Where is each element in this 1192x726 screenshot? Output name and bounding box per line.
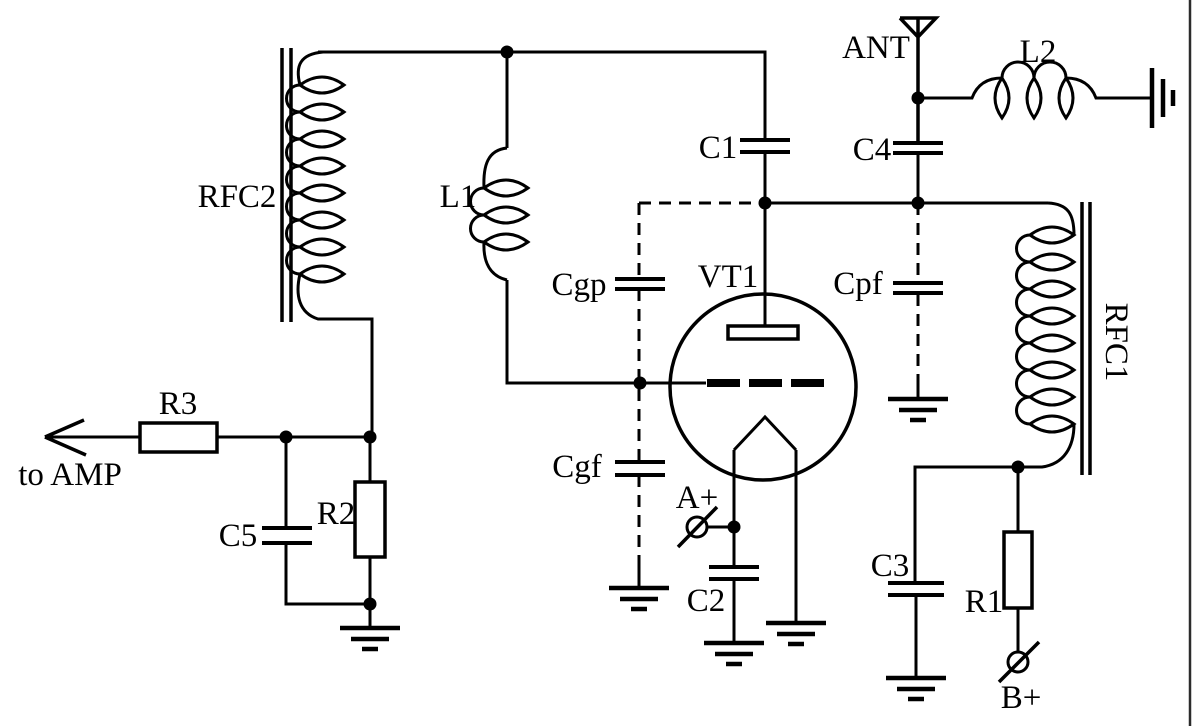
capacitance-cgp-cgf-branch: Cgp Cgf <box>551 201 762 609</box>
junction-dot <box>363 597 377 611</box>
c4-plates <box>893 141 943 155</box>
rfc2-choke: RFC2 <box>198 48 374 437</box>
label-l1: L1 <box>440 179 477 215</box>
label-rfc1: RFC1 <box>1098 303 1134 382</box>
output-to-amp: to AMP <box>18 418 122 493</box>
cgf-plates <box>615 460 665 477</box>
junction-dot <box>911 91 925 105</box>
rfc2-core-bars <box>280 48 293 322</box>
c2-plates <box>709 565 759 581</box>
label-vt1: VT1 <box>698 259 759 295</box>
label-r2: R2 <box>317 496 356 532</box>
inductor-l2: L2 <box>918 34 1173 128</box>
junction-dot <box>1011 460 1025 474</box>
junction-dot <box>363 430 377 444</box>
label-ant: ANT <box>842 30 910 66</box>
l1-top-lead <box>482 146 508 189</box>
b-plus-slash <box>997 640 1041 684</box>
rfc1-top-lead <box>1047 201 1076 236</box>
terminal-b-plus: B+ <box>997 640 1042 716</box>
capacitor-c2: C2 <box>687 565 764 664</box>
rfc1-bottom-lead <box>1018 423 1076 469</box>
capacitor-c3: C3 <box>871 548 946 699</box>
terminal-a-plus: A+ <box>676 480 734 549</box>
wire-top-bus <box>318 50 767 140</box>
r1-body <box>1002 530 1034 610</box>
label-l2: L2 <box>1020 34 1057 70</box>
label-to-amp: to AMP <box>18 457 122 493</box>
rfc2-bottom-lead <box>296 273 374 437</box>
junction-dot <box>727 520 741 534</box>
junction-dot <box>911 196 925 210</box>
rfc2-connector-arcs <box>285 83 301 276</box>
l1-bottom-lead <box>482 241 508 282</box>
capacitance-cpf-branch: Cpf <box>833 203 948 420</box>
tube-envelope <box>668 292 858 482</box>
junction-dot <box>633 376 647 390</box>
tube-vt1: VT1 <box>668 259 858 644</box>
label-cpf: Cpf <box>833 266 883 302</box>
rfc2-top-lead <box>296 50 324 86</box>
c5-plates <box>262 526 312 545</box>
c1-plates <box>740 138 790 154</box>
label-cgf: Cgf <box>552 449 602 485</box>
inductor-l1: L1 <box>440 146 530 282</box>
a-plus-slash <box>676 505 719 549</box>
tube-cathode <box>732 414 798 452</box>
capacitor-c5: C5 <box>219 518 312 554</box>
junction-dots <box>279 45 1025 611</box>
rfc1-choke: RFC1 <box>1015 201 1134 475</box>
label-a-plus: A+ <box>676 480 718 516</box>
wire-c5-branch <box>284 437 370 606</box>
cgp-plates <box>615 277 665 291</box>
resistor-r3: R3 <box>138 386 219 454</box>
label-rfc2: RFC2 <box>198 179 277 215</box>
label-c1: C1 <box>699 130 738 166</box>
c3-plates <box>888 581 944 597</box>
antenna: ANT <box>842 16 941 143</box>
label-b-plus: B+ <box>1001 680 1042 716</box>
junction-dot <box>500 45 514 59</box>
wires <box>45 50 1048 678</box>
label-c4: C4 <box>853 132 892 168</box>
label-r3: R3 <box>159 386 198 422</box>
arrow-left-icon <box>44 418 87 457</box>
label-c3: C3 <box>871 548 910 584</box>
capacitor-c1: C1 <box>699 130 790 166</box>
junction-dot <box>758 196 772 210</box>
tube-plate <box>726 324 800 341</box>
antenna-icon <box>898 16 941 143</box>
rfc1-connector-arcs <box>1015 233 1031 426</box>
label-cgp: Cgp <box>551 267 606 303</box>
cpf-plates <box>893 281 943 295</box>
l1-connector-arcs <box>469 186 485 244</box>
r3-body <box>138 421 219 454</box>
resistor-r2: R2 <box>317 480 400 649</box>
wire-c3-branch <box>913 465 1018 678</box>
rfc1-core-bars <box>1080 202 1092 475</box>
b-plus-terminal-icon <box>1006 650 1030 674</box>
capacitor-c4: C4 <box>853 132 943 168</box>
label-c2: C2 <box>687 583 726 619</box>
r2-body <box>353 480 387 559</box>
junction-dot <box>279 430 293 444</box>
label-r1: R1 <box>965 584 1004 620</box>
label-c5: C5 <box>219 518 258 554</box>
resistor-r1: R1 <box>965 530 1034 620</box>
schematic: RFC2 L1 C1 ANT C4 <box>18 16 1173 716</box>
